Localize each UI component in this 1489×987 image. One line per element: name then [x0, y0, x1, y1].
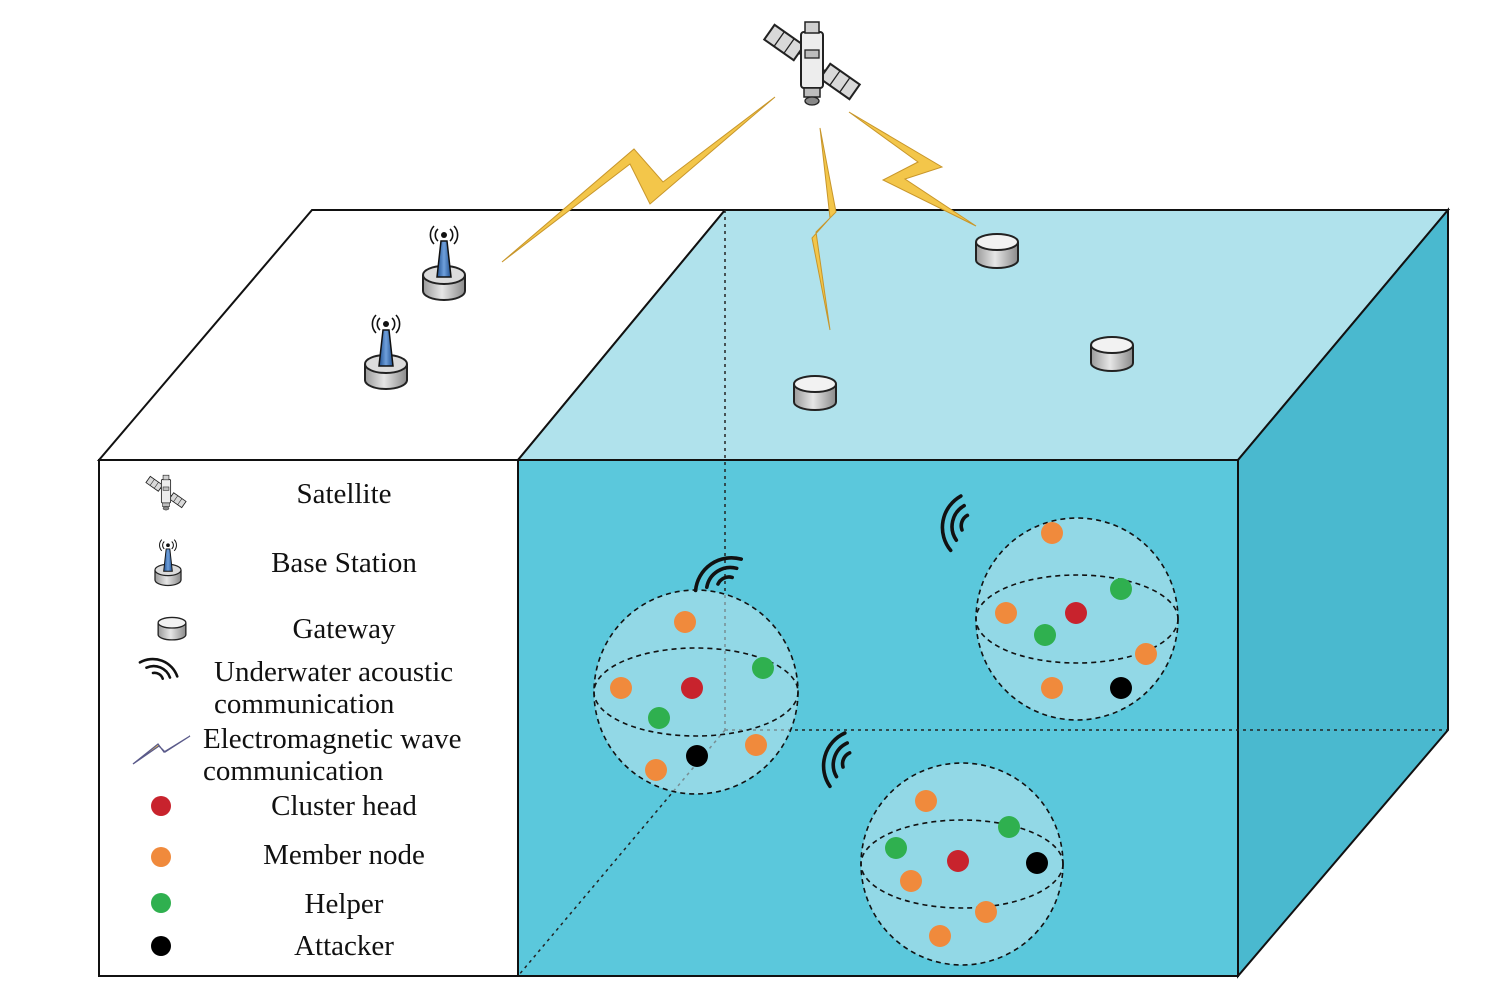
- gateway-icon: [975, 233, 1019, 269]
- nodes-right-cluster: [995, 522, 1157, 699]
- lightning-icon: [848, 111, 977, 227]
- lightning-icon: [811, 127, 837, 331]
- member-node: [929, 925, 951, 947]
- cluster-head-node: [681, 677, 703, 699]
- legend-base-station-label: Base Station: [271, 547, 417, 579]
- helper-node: [752, 657, 774, 679]
- member-node-swatch: [151, 847, 171, 867]
- legend-cluster-head-label: Cluster head: [271, 790, 417, 822]
- helper-node: [1110, 578, 1132, 600]
- gateway-icon: [793, 375, 837, 411]
- legend-underwater-label-1: Underwater acoustic: [214, 656, 453, 688]
- gateway-icon: [157, 616, 187, 641]
- member-node: [1041, 522, 1063, 544]
- cluster-head-node: [947, 850, 969, 872]
- lightning-links: [501, 96, 977, 331]
- gateway-icon: [1090, 336, 1134, 372]
- legend: Satellite Base Station Gateway Underwate…: [132, 474, 461, 962]
- member-node: [975, 901, 997, 923]
- helper-node: [1034, 624, 1056, 646]
- helper-swatch: [151, 893, 171, 913]
- attacker-node: [1026, 852, 1048, 874]
- cluster-head-swatch: [151, 796, 171, 816]
- helper-node: [998, 816, 1020, 838]
- member-node: [915, 790, 937, 812]
- attacker-swatch: [151, 936, 171, 956]
- legend-attacker-label: Attacker: [294, 930, 394, 962]
- satellite-icon: [763, 21, 861, 106]
- member-node: [674, 611, 696, 633]
- attacker-node: [1110, 677, 1132, 699]
- helper-node: [885, 837, 907, 859]
- legend-satellite-label: Satellite: [296, 478, 391, 510]
- legend-member-node-label: Member node: [263, 839, 425, 871]
- nodes-left-cluster: [610, 611, 774, 781]
- member-node: [1041, 677, 1063, 699]
- member-node: [900, 870, 922, 892]
- nodes-bottom-cluster: [885, 790, 1048, 947]
- legend-em-label-2: communication: [203, 755, 384, 787]
- lightning-icon: [132, 735, 191, 765]
- lightning-icon: [501, 96, 776, 263]
- helper-node: [648, 707, 670, 729]
- member-node: [995, 602, 1017, 624]
- member-node: [745, 734, 767, 756]
- cluster-head-node: [1065, 602, 1087, 624]
- member-node: [1135, 643, 1157, 665]
- legend-helper-label: Helper: [305, 888, 384, 920]
- member-node: [610, 677, 632, 699]
- member-node: [645, 759, 667, 781]
- attacker-node: [686, 745, 708, 767]
- legend-underwater-label-2: communication: [214, 688, 395, 720]
- legend-gateway-label: Gateway: [292, 613, 396, 645]
- hidden-edges: [517, 210, 1448, 977]
- legend-em-label-1: Electromagnetic wave: [203, 723, 461, 755]
